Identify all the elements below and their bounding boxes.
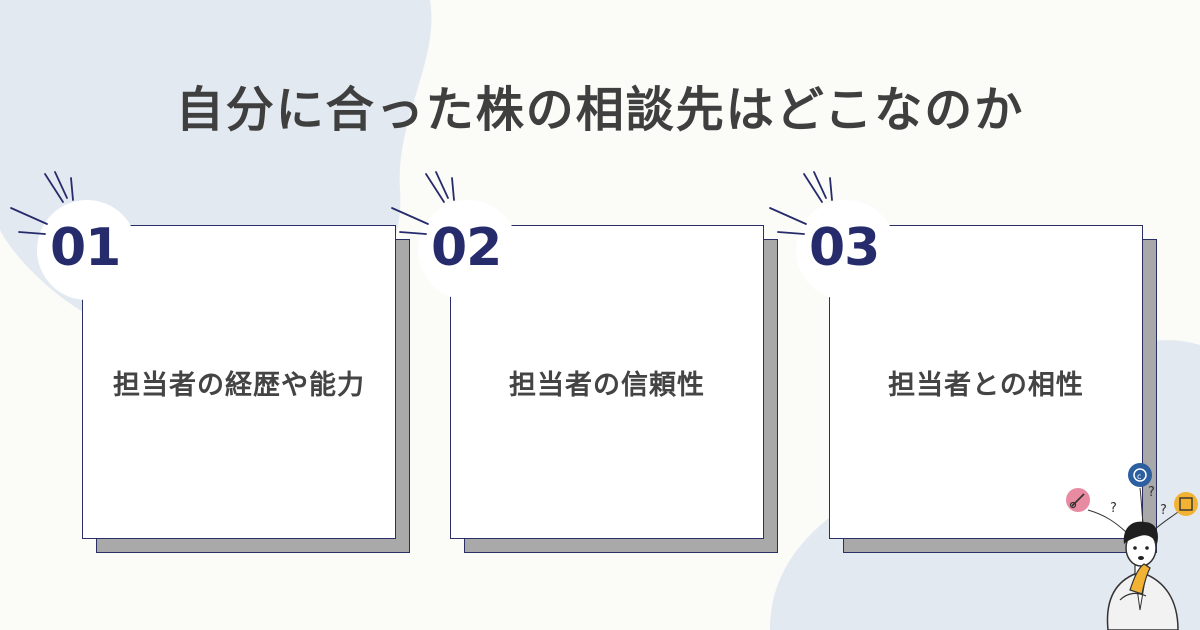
svg-text:?: ? (1110, 501, 1117, 516)
number-badge-02 (418, 200, 518, 300)
crop-frame-icon (1174, 492, 1198, 516)
card-01: 担当者の経歴や能力 (82, 225, 412, 555)
card-number: 01 (50, 218, 121, 278)
svg-text:?: ? (1148, 485, 1155, 500)
thinking-person-illustration: ? ? ? c (1066, 463, 1198, 630)
burst-lines-icon (769, 171, 833, 235)
burst-lines-icon (10, 171, 74, 235)
card-label: 担当者との相性 (888, 369, 1084, 401)
copyright-icon: c (1128, 463, 1152, 487)
card-body: 担当者の経歴や能力 (82, 225, 396, 539)
card-label: 担当者の信頼性 (509, 369, 705, 401)
page-title: 自分に合った株の相談先はどこなのか (175, 82, 1025, 138)
card-number: 02 (431, 218, 502, 278)
burst-lines-icon (391, 171, 455, 235)
number-badge-01 (37, 200, 137, 300)
number-badge-03 (796, 200, 896, 300)
card-number: 03 (809, 218, 880, 278)
brush-icon (1066, 488, 1090, 512)
svg-text:?: ? (1160, 503, 1167, 518)
svg-text:c: c (1137, 472, 1141, 481)
card-label: 担当者の経歴や能力 (113, 369, 365, 401)
